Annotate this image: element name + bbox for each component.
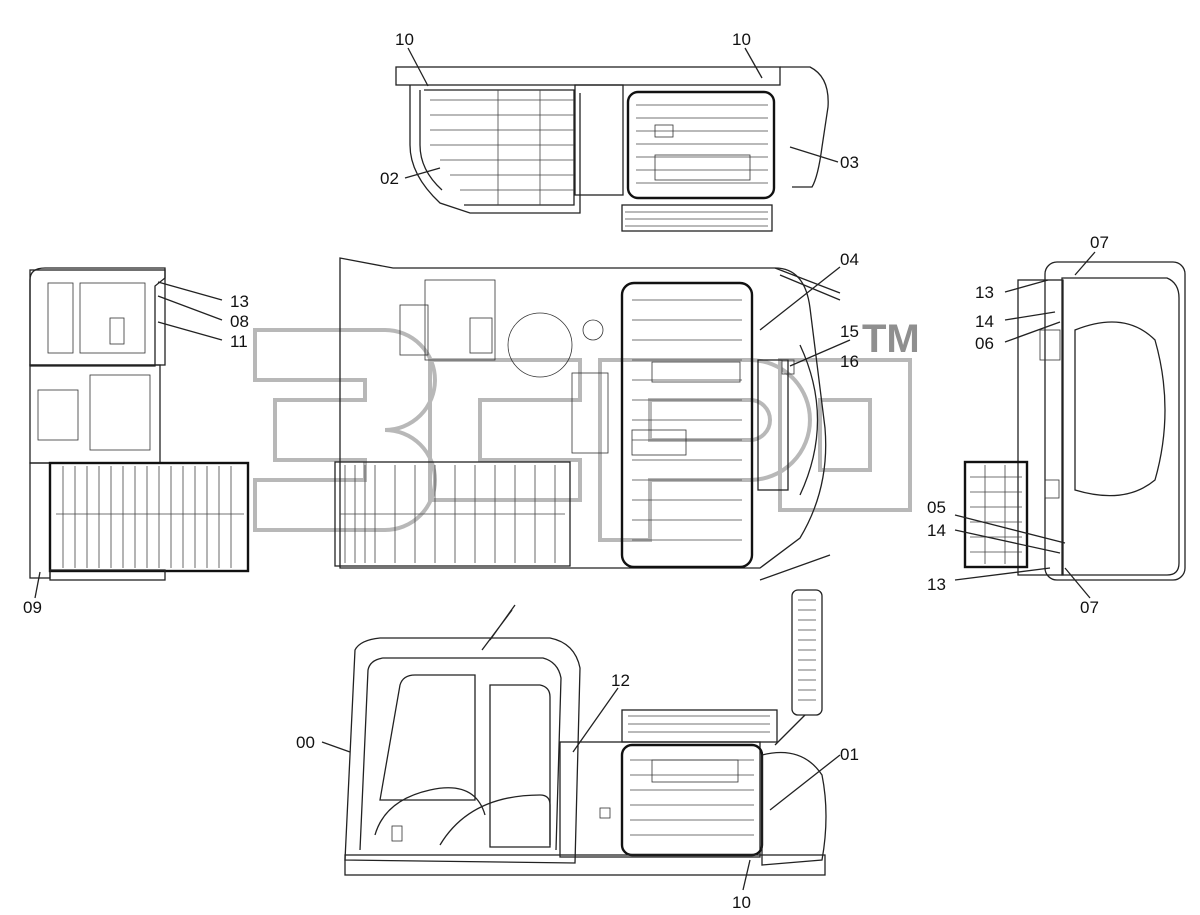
callout-06: 06 (975, 334, 994, 353)
callout-labels: 10 10 02 03 04 15 16 13 08 11 09 07 13 1… (23, 30, 1109, 912)
callout-12: 12 (611, 671, 630, 690)
callout-13-left: 13 (230, 292, 249, 311)
top-view-drawing (395, 66, 829, 232)
callout-02: 02 (380, 169, 399, 188)
callout-04: 04 (840, 250, 859, 269)
callout-13-right-top: 13 (975, 283, 994, 302)
callout-03: 03 (840, 153, 859, 172)
callout-14-top: 14 (975, 312, 994, 331)
callout-10-top-right: 10 (732, 30, 751, 49)
left-view-drawing (29, 267, 250, 581)
callout-13-right-bottom: 13 (927, 575, 946, 594)
callout-01: 01 (840, 745, 859, 764)
callout-08: 08 (230, 312, 249, 331)
callout-14-bottom: 14 (927, 521, 946, 540)
callout-10-bottom: 10 (732, 893, 751, 912)
right-view-drawing (963, 261, 1186, 581)
callout-15: 15 (840, 322, 859, 341)
watermark-trademark: TM (862, 317, 920, 361)
callout-05: 05 (927, 498, 946, 517)
callout-10-top-left: 10 (395, 30, 414, 49)
callout-11: 11 (230, 332, 248, 351)
callout-07-bottom: 07 (1080, 598, 1099, 617)
side-view-drawing (344, 589, 827, 876)
callout-07-top: 07 (1090, 233, 1109, 252)
callout-16: 16 (840, 352, 859, 371)
leader-lines (34, 47, 1096, 891)
center-view-drawing (334, 257, 841, 581)
callout-09: 09 (23, 598, 42, 617)
callout-00: 00 (296, 733, 315, 752)
